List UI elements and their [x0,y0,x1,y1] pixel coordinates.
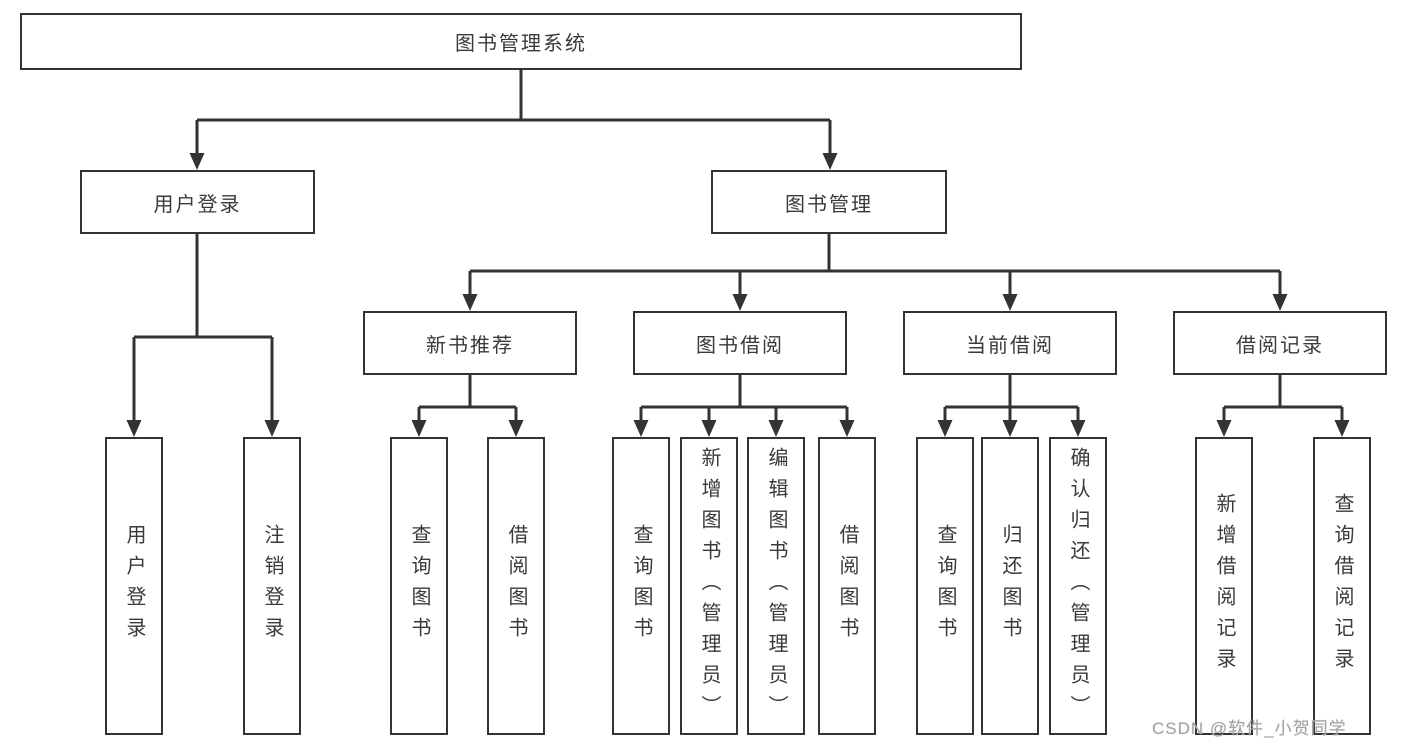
node-book-management: 图书管理 [711,170,947,234]
leaf-logout: 注销登录 [243,437,301,735]
leaf-borrowing-query-books: 查询图书 [612,437,670,735]
node-new-book-recommend: 新书推荐 [363,311,577,375]
leaf-borrowing-add-books-admin: 新增图书（管理员） [680,437,738,735]
csdn-watermark: CSDN @软件_小贺同学 [1152,719,1347,738]
node-book-borrowing: 图书借阅 [633,311,847,375]
leaf-user-login: 用户登录 [105,437,163,735]
leaf-borrowing-borrow-books: 借阅图书 [818,437,876,735]
node-borrow-records: 借阅记录 [1173,311,1387,375]
leaf-records-add-borrow-record: 新增借阅记录 [1195,437,1253,735]
leaf-recommend-query-books: 查询图书 [390,437,448,735]
leaf-recommend-borrow-books: 借阅图书 [487,437,545,735]
node-current-borrowing: 当前借阅 [903,311,1117,375]
leaf-current-return-books: 归还图书 [981,437,1039,735]
leaf-current-query-books: 查询图书 [916,437,974,735]
node-library-management-system: 图书管理系统 [20,13,1022,70]
leaf-current-confirm-return-admin: 确认归还（管理员） [1049,437,1107,735]
node-user-login: 用户登录 [80,170,315,234]
leaf-borrowing-edit-books-admin: 编辑图书（管理员） [747,437,805,735]
leaf-records-query-borrow-record: 查询借阅记录 [1313,437,1371,735]
